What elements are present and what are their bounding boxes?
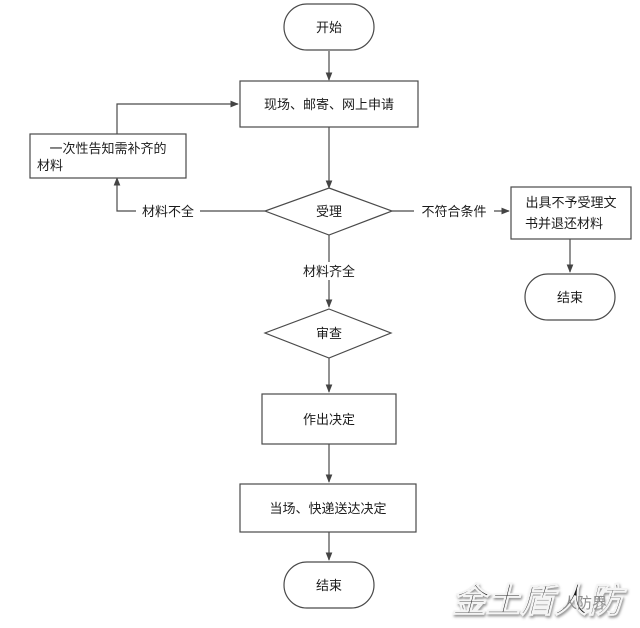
apply-label: 现场、邮寄、网上申请 [264, 97, 394, 113]
notify-label-line1: 一次性告知需补齐的 [49, 141, 166, 157]
watermark: 金土盾人防 人防界 [452, 581, 628, 622]
end-reject-node [524, 273, 616, 321]
edge-accept-to-notify [113, 177, 265, 212]
start-node [283, 3, 375, 51]
edge-label-incomplete: 材料不全 [142, 204, 194, 220]
accept-label: 受理 [316, 205, 342, 220]
reject-label-line2: 书并退还材料 [525, 217, 603, 232]
edge-label-complete: 材料齐全 [303, 264, 355, 280]
deliver-label: 当场、快递送达决定 [269, 502, 386, 517]
not-qualified-label-bg [414, 202, 494, 220]
end-node [283, 561, 375, 609]
end-reject-label: 结束 [557, 291, 583, 306]
decide-label: 作出决定 [303, 413, 355, 428]
reject-box [510, 186, 632, 240]
reject-label-line1: 出具不予受理文 [525, 196, 616, 211]
edge-notify-to-apply [116, 100, 239, 134]
accept-diamond [263, 187, 394, 236]
notify-box [29, 133, 187, 179]
apply-box [239, 80, 419, 128]
deliver-box [239, 483, 417, 533]
decide-box [261, 393, 397, 445]
end-label: 结束 [316, 579, 342, 594]
review-label: 审查 [316, 327, 342, 342]
incomplete-label-bg [136, 202, 200, 220]
watermark-main: 金土盾人防 [452, 581, 627, 621]
complete-label-bg [296, 262, 362, 280]
start-label: 开始 [316, 21, 342, 36]
review-diamond [263, 308, 393, 359]
edge-label-not-qualified: 不符合条件 [421, 204, 486, 220]
watermark-sub: 人防界 [562, 594, 607, 612]
notify-label-line2: 材料 [37, 159, 63, 174]
